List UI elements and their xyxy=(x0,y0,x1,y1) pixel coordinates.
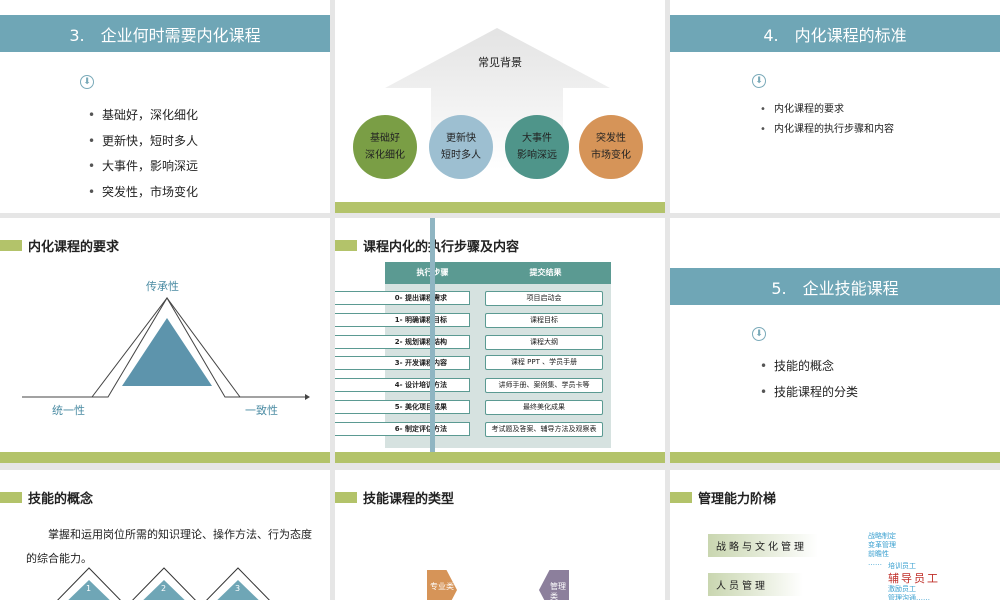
footer-bar xyxy=(0,452,330,463)
slide-thumbnail-management-ladder[interactable]: 管理能力阶梯 战略与文化管理 人员管理 战略制定 变革管理 前瞻性 …… 培训员… xyxy=(670,470,1000,600)
table-header: 执行步骤 提交结果 xyxy=(385,262,611,284)
list-item: 基础好，深化细化 xyxy=(88,103,198,129)
list-item: 技能的概念 xyxy=(760,353,858,379)
result-box: 课程大纲 xyxy=(485,335,603,350)
column-header-results: 提交结果 xyxy=(529,268,562,277)
note-coach: 辅导员工 xyxy=(888,572,940,585)
slide-thumbnail-steps[interactable]: 课程内化的执行步骤及内容 执行步骤 提交结果 0- 提出课程需求 1- 明确课程… xyxy=(335,218,665,463)
slide-thumbnail-skill-concept[interactable]: 技能的概念 掌握和运用岗位所需的知识理论、操作方法、行为态度的综合能力。 1 2… xyxy=(0,470,330,600)
download-circle-icon: ⬇ xyxy=(752,74,766,88)
slide-title: 管理能力阶梯 xyxy=(670,488,776,507)
concept-text: 掌握和运用岗位所需的知识理论、操作方法、行为态度的综合能力。 xyxy=(26,528,312,565)
list-item: 大事件，影响深远 xyxy=(88,154,198,180)
slide-thumbnail-skill-types[interactable]: 技能课程的类型 专业类 管理类 xyxy=(335,470,665,600)
arrow-label: 常见背景 xyxy=(478,56,522,69)
note-motivate: 激励员工 管理沟通…… xyxy=(888,585,930,600)
download-circle-icon: ⬇ xyxy=(752,327,766,341)
management-type-arrow: 管理类 xyxy=(539,570,569,600)
note-train: 培训员工 xyxy=(888,562,916,570)
number-1: 1 xyxy=(86,584,92,593)
label-unity: 统一性 xyxy=(52,404,85,417)
slide-thumbnail-4[interactable]: 4. 内化课程的标准 ⬇ 内化课程的要求 内化课程的执行步骤和内容 xyxy=(670,0,1000,213)
number-2: 2 xyxy=(161,584,167,593)
bullet-list: 基础好，深化细化 更新快，短时多人 大事件，影响深远 突发性，市场变化 xyxy=(88,103,198,205)
table-row: 6- 制定评估方法 xyxy=(335,422,470,436)
section-header: 3. 企业何时需要内化课程 xyxy=(0,15,330,52)
table-row: 0- 提出课程需求 xyxy=(335,291,470,305)
table-row: 1- 明确课程目标 xyxy=(335,313,470,327)
table-row: 3- 开发课程内容 xyxy=(335,356,470,370)
result-box: 课程目标 xyxy=(485,313,603,328)
list-item: 内化课程的执行步骤和内容 xyxy=(760,120,894,140)
result-box: 项目启动会 xyxy=(485,291,603,306)
bullet-list: 内化课程的要求 内化课程的执行步骤和内容 xyxy=(760,100,894,140)
label-inheritance: 传承性 xyxy=(146,280,179,293)
slide-thumbnail-5[interactable]: 5. 企业技能课程 ⬇ 技能的概念 技能课程的分类 xyxy=(670,218,1000,463)
result-box: 考试题及答案、辅导方法及观察表 xyxy=(485,422,603,437)
label-consistency: 一致性 xyxy=(245,404,278,417)
circle-update: 更新快 短时多人 xyxy=(429,115,493,179)
circle-basic: 基础好 深化细化 xyxy=(353,115,417,179)
table-row: 5- 美化项目成果 xyxy=(335,400,470,414)
ladder-level-strategy: 战略与文化管理 xyxy=(708,534,818,557)
section-header: 5. 企业技能课程 xyxy=(670,268,1000,305)
diamond-shapes xyxy=(57,567,270,600)
result-box: 最终美化成果 xyxy=(485,400,603,415)
result-box: 讲师手册、案例集、学员卡等 xyxy=(485,378,603,393)
ladder-level-people: 人员管理 xyxy=(708,573,803,596)
number-3: 3 xyxy=(235,584,241,593)
list-item: 突发性，市场变化 xyxy=(88,180,198,206)
list-item: 更新快，短时多人 xyxy=(88,129,198,155)
footer-bar xyxy=(670,452,1000,463)
up-arrow-shape xyxy=(385,28,610,170)
list-item: 技能课程的分类 xyxy=(760,379,858,405)
bullet-list: 技能的概念 技能课程的分类 xyxy=(760,353,858,405)
circle-event: 大事件 影响深远 xyxy=(505,115,569,179)
table-row: 4- 设计培训方法 xyxy=(335,378,470,392)
vertical-divider xyxy=(430,218,435,463)
slide-title: 内化课程的要求 xyxy=(0,236,119,255)
footer-bar xyxy=(335,452,665,463)
slide-title: 技能的概念 xyxy=(0,488,93,507)
slide-thumbnail-requirements[interactable]: 内化课程的要求 传承性 统一性 一致性 xyxy=(0,218,330,463)
slide-thumbnail-3[interactable]: 3. 企业何时需要内化课程 ⬇ 基础好，深化细化 更新快，短时多人 大事件，影响… xyxy=(0,0,330,213)
result-box: 课程 PPT 、学员手册 xyxy=(485,355,603,370)
slide-title: 技能课程的类型 xyxy=(335,488,454,507)
triangle-diagram xyxy=(22,297,310,400)
slide-title: 课程内化的执行步骤及内容 xyxy=(335,236,519,255)
list-item: 内化课程的要求 xyxy=(760,100,894,120)
strategy-notes: 战略制定 变革管理 前瞻性 …… xyxy=(868,532,896,567)
footer-bar xyxy=(335,202,665,213)
section-header: 4. 内化课程的标准 xyxy=(670,15,1000,52)
table-row: 2- 规划课程结构 xyxy=(335,335,470,349)
download-circle-icon: ⬇ xyxy=(80,75,94,89)
slide-thumbnail-common-background[interactable]: 常见背景 基础好 深化细化 更新快 短时多人 大事件 影响深远 突发性 市场变化 xyxy=(335,0,665,213)
professional-type-arrow: 专业类 xyxy=(427,570,457,600)
circle-sudden: 突发性 市场变化 xyxy=(579,115,643,179)
